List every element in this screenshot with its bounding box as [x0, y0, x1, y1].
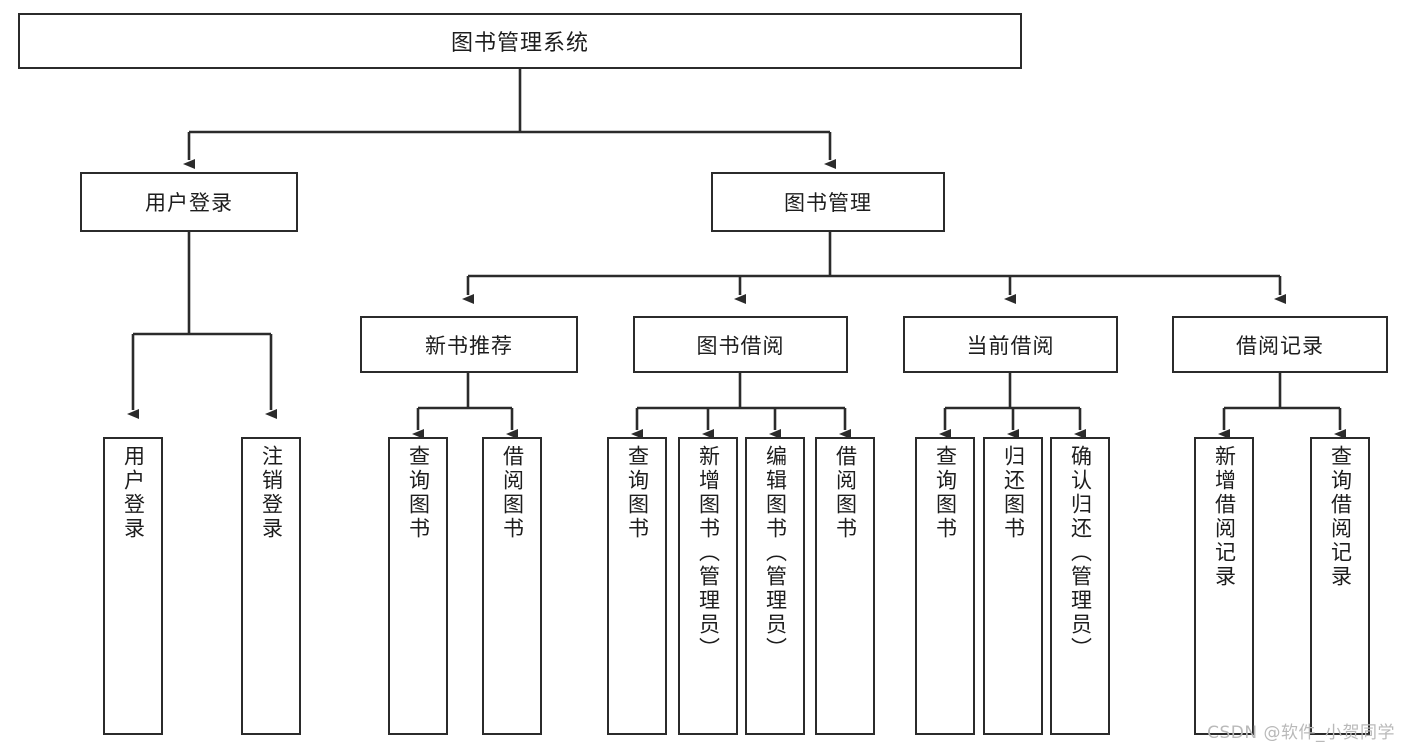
node-label: 用户登录 — [121, 445, 146, 541]
leaf-borrow-borrow-book[interactable]: 借阅图书 — [815, 437, 875, 735]
leaf-current-return-book[interactable]: 归还图书 — [983, 437, 1043, 735]
node-label: 当前借阅 — [966, 333, 1055, 358]
node-label: 新增借阅记录 — [1212, 445, 1237, 589]
node-label: 查询图书 — [625, 445, 650, 541]
node-label: 查询借阅记录 — [1328, 445, 1353, 589]
leaf-current-confirm-return-admin[interactable]: 确认归还（管理员） — [1050, 437, 1110, 735]
node-label: 用户登录 — [145, 191, 233, 215]
leaf-current-query-book[interactable]: 查询图书 — [915, 437, 975, 735]
node-current-borrow[interactable]: 当前借阅 — [903, 316, 1118, 373]
node-book-management[interactable]: 图书管理 — [711, 172, 945, 232]
node-user-login[interactable]: 用户登录 — [80, 172, 298, 232]
node-new-book-recommend[interactable]: 新书推荐 — [360, 316, 578, 373]
node-label: 查询图书 — [933, 445, 958, 541]
node-book-borrow[interactable]: 图书借阅 — [633, 316, 848, 373]
node-label: 确认归还（管理员） — [1068, 445, 1093, 661]
node-borrow-record[interactable]: 借阅记录 — [1172, 316, 1388, 373]
leaf-recommend-query-book[interactable]: 查询图书 — [388, 437, 448, 735]
leaf-user-logout[interactable]: 注销登录 — [241, 437, 301, 735]
node-label: 借阅记录 — [1236, 333, 1324, 358]
node-label: 新增图书（管理员） — [696, 445, 721, 661]
leaf-borrow-query-book[interactable]: 查询图书 — [607, 437, 667, 735]
node-label: 图书管理系统 — [450, 31, 589, 56]
leaf-borrow-add-book-admin[interactable]: 新增图书（管理员） — [678, 437, 738, 735]
node-label: 图书借阅 — [696, 333, 785, 358]
node-label: 归还图书 — [1001, 445, 1026, 541]
leaf-record-add-record[interactable]: 新增借阅记录 — [1194, 437, 1254, 735]
watermark-text: CSDN @软件_小贺同学 — [1207, 723, 1395, 743]
leaf-recommend-borrow-book[interactable]: 借阅图书 — [482, 437, 542, 735]
node-label: 编辑图书（管理员） — [763, 445, 788, 661]
node-label: 图书管理 — [784, 191, 872, 215]
leaf-borrow-edit-book-admin[interactable]: 编辑图书（管理员） — [745, 437, 805, 735]
node-label: 新书推荐 — [425, 333, 513, 358]
node-label: 借阅图书 — [833, 445, 858, 541]
leaf-user-login[interactable]: 用户登录 — [103, 437, 163, 735]
node-label: 注销登录 — [259, 445, 284, 541]
leaf-record-query-record[interactable]: 查询借阅记录 — [1310, 437, 1370, 735]
node-root-system[interactable]: 图书管理系统 — [18, 13, 1022, 69]
node-label: 查询图书 — [406, 445, 431, 541]
node-label: 借阅图书 — [500, 445, 525, 541]
